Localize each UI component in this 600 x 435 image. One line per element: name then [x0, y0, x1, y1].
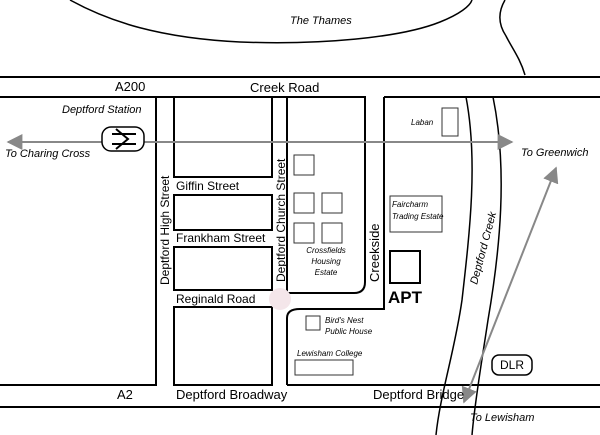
deptford-church-street-label: Deptford Church Street [274, 158, 288, 282]
dlr-label: DLR [500, 358, 524, 372]
block-reginald [173, 306, 273, 386]
deptford-station-label: Deptford Station [62, 104, 142, 116]
dlr-line [461, 166, 559, 404]
block-giffin [173, 194, 273, 231]
crossfields-block [286, 96, 366, 294]
to-lewisham-label: To Lewisham [470, 412, 534, 424]
deptford-bridge-label: Deptford Bridge [373, 387, 464, 402]
laban-label: Laban [411, 118, 434, 127]
a200-label: A200 [115, 79, 145, 94]
roundabout [269, 288, 291, 310]
to-charing-cross-label: To Charing Cross [5, 148, 91, 160]
river-thames-label: The Thames [290, 15, 352, 27]
crossfields-label-line3: Estate [315, 268, 338, 277]
crossfields-label-line1: Crossfields [306, 246, 346, 255]
national-rail-icon[interactable] [101, 126, 145, 152]
river-thames [69, 0, 526, 76]
birds-nest-building [305, 315, 321, 331]
lewisham-college-label: Lewisham College [297, 349, 363, 358]
faircharm-label-line1: Faircharm [392, 200, 428, 209]
giffin-street-label: Giffin Street [176, 179, 240, 193]
lewisham-college-building [294, 359, 354, 376]
creek-road-label: Creek Road [250, 80, 319, 95]
frankham-street-label: Frankham Street [176, 231, 266, 245]
building [293, 222, 315, 244]
deptford-high-street-label: Deptford High Street [158, 175, 172, 285]
apt-label: APT [388, 288, 423, 307]
birds-nest-label-line1: Bird's Nest [325, 316, 364, 325]
creekside-edge [286, 97, 385, 385]
building [293, 192, 315, 214]
block-north [173, 96, 273, 178]
creekside-label: Creekside [367, 223, 382, 282]
to-greenwich-label: To Greenwich [521, 147, 588, 159]
deptford-broadway-label: Deptford Broadway [176, 387, 288, 402]
faircharm-building [389, 195, 443, 233]
apt-building [389, 250, 421, 284]
building [293, 154, 315, 176]
faircharm-label-line2: Trading Estate [392, 212, 444, 221]
a2-label: A2 [117, 387, 133, 402]
laban-building [441, 107, 459, 137]
building [321, 192, 343, 214]
a2-road [0, 384, 600, 408]
dlr-station-badge[interactable]: DLR [491, 354, 533, 376]
reginald-road-label: Reginald Road [176, 292, 255, 306]
building [321, 222, 343, 244]
birds-nest-label-line2: Public House [325, 327, 373, 336]
crossfields-label-line2: Housing [311, 257, 341, 266]
block-frankham [173, 246, 273, 291]
